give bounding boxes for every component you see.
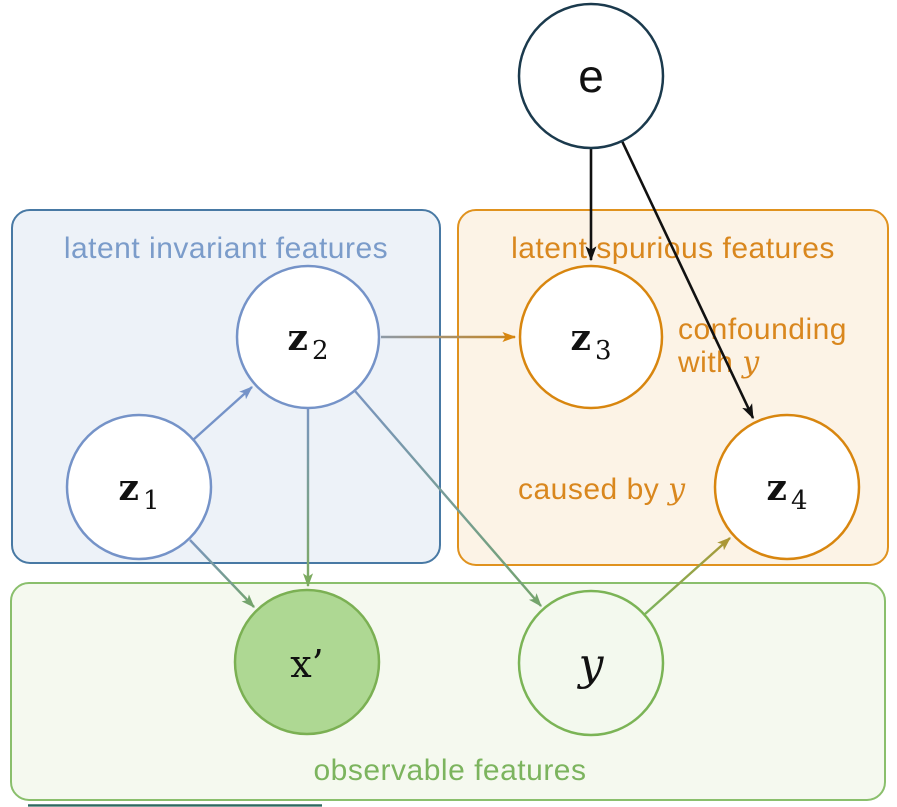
caused-by-annotation: caused by y — [518, 472, 686, 507]
node-y-label: y — [577, 639, 605, 690]
observable-box — [10, 582, 886, 801]
node-z4-base: z — [767, 467, 787, 509]
node-z1-base: z — [119, 467, 139, 509]
node-z2-base: z — [288, 317, 308, 359]
node-xprime-circle — [233, 588, 381, 736]
node-z1-label: z 1 — [119, 467, 160, 516]
node-z2-circle — [235, 264, 381, 410]
latent-invariant-label: latent invariant features — [64, 232, 388, 265]
node-z3-base: z — [571, 317, 591, 359]
node-z2-sub: 2 — [312, 336, 329, 366]
node-z1-circle — [65, 413, 213, 561]
observable-label: observable features — [314, 754, 587, 787]
edge-z1-xprime — [189, 539, 255, 608]
caused-by-text: caused by — [518, 473, 668, 506]
node-e-label: e — [578, 50, 604, 102]
edge-z1-z2 — [192, 386, 253, 441]
edge-e-z4 — [620, 140, 755, 420]
node-z1-sub: 1 — [143, 486, 160, 516]
node-z3-sub: 3 — [595, 336, 612, 366]
confounding-y-symbol: y — [740, 345, 760, 380]
node-xprime-label: x’ — [290, 642, 324, 686]
node-z4-circle — [713, 413, 861, 561]
edge-y-z4 — [644, 537, 731, 615]
node-z4-sub: 4 — [791, 486, 808, 516]
node-z3-circle — [518, 264, 664, 410]
node-z4-label: z 4 — [767, 467, 808, 516]
confounding-annotation-line2: with y — [677, 345, 760, 380]
node-z3-label: z 3 — [571, 317, 612, 366]
confounding-annotation-line1: confounding — [678, 313, 847, 346]
node-y-circle — [517, 589, 665, 737]
edge-z2-y — [354, 390, 542, 607]
node-e-circle — [517, 2, 665, 150]
caused-by-y-symbol: y — [666, 472, 686, 507]
node-z2-label: z 2 — [288, 317, 329, 366]
